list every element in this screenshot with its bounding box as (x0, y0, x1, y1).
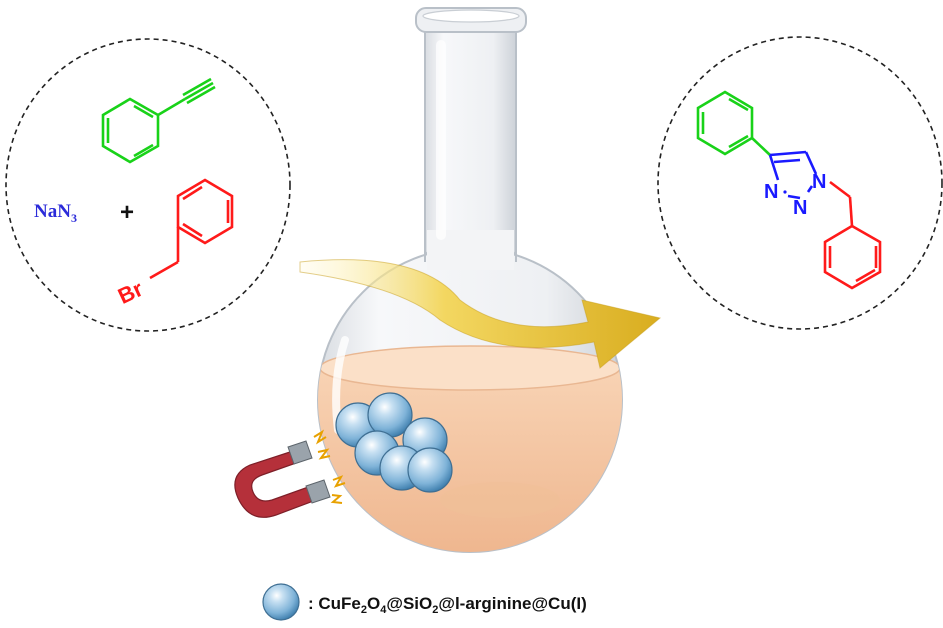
flask-liquid (318, 368, 622, 552)
curved-arrow (299, 259, 662, 369)
product-benzyl-group (823, 180, 882, 290)
legend-nanoparticle-icon (262, 583, 300, 621)
reactants-dashed-circle (5, 38, 291, 332)
triazole-ring (768, 150, 818, 200)
legend: : CuFe2O4@SiO2@l-arginine@Cu(I) (262, 583, 587, 621)
magnet-icon (234, 440, 331, 518)
plus-sign: + (120, 199, 134, 226)
triazole-n3: N (812, 171, 826, 193)
round-bottom-flask (317, 7, 623, 553)
liquid-surface (319, 345, 621, 391)
product-phenyl-ring (696, 90, 771, 156)
triazole-n1: N (764, 181, 778, 203)
sodium-azide-label: NaN3 (34, 201, 77, 225)
reactants-group: NaN3 + Br (5, 38, 291, 332)
benzyl-bromide-structure (149, 178, 234, 280)
phenylacetylene-structure (101, 77, 216, 164)
nanoparticle-cluster (335, 392, 453, 493)
nanoparticle (407, 447, 453, 493)
azo-dot (783, 190, 787, 194)
product-dashed-circle (657, 36, 943, 330)
spark-icon (313, 429, 346, 504)
bromine-label: Br (114, 276, 147, 309)
product-group: N N N (657, 36, 943, 330)
triazole-n2: N (793, 197, 807, 219)
legend-label: : CuFe2O4@SiO2@l-arginine@Cu(I) (308, 594, 587, 616)
